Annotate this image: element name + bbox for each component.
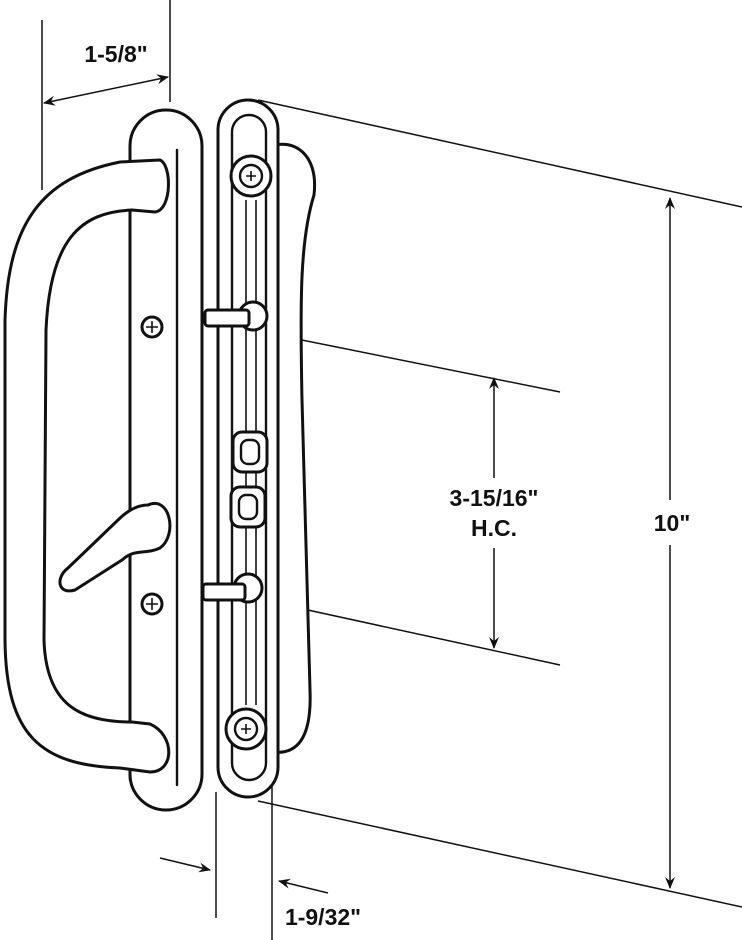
screw-icon bbox=[140, 592, 164, 616]
latch-slot-bottom bbox=[229, 485, 267, 529]
screw-icon bbox=[140, 315, 164, 339]
mounting-post-top bbox=[203, 300, 269, 332]
exterior-pull-grip bbox=[3, 158, 171, 774]
exterior-handle bbox=[3, 108, 204, 812]
thickness-arrow-left bbox=[159, 857, 211, 873]
interior-pull bbox=[270, 142, 317, 754]
projection-label: 1-5/8" bbox=[84, 41, 147, 67]
thickness-arrow-right bbox=[278, 878, 329, 894]
mounting-post-bottom bbox=[201, 572, 264, 604]
dimension-lines bbox=[41, 0, 742, 940]
latch-slot-top bbox=[231, 430, 269, 474]
screw-boss-top bbox=[229, 154, 273, 198]
thickness-label: 1-9/32" bbox=[285, 904, 361, 930]
projection-arrow bbox=[43, 74, 169, 106]
ext-line-bottom bbox=[257, 800, 742, 908]
ext-line-top bbox=[257, 99, 742, 208]
hc-abbr-label: H.C. bbox=[471, 515, 517, 541]
hc-value-label: 3-15/16" bbox=[450, 485, 539, 511]
height-label: 10" bbox=[654, 510, 691, 536]
thumb-turn-lever bbox=[58, 501, 172, 593]
interior-handle bbox=[201, 98, 317, 799]
exterior-escutcheon-plate bbox=[128, 108, 204, 812]
screw-boss-bottom bbox=[224, 707, 268, 751]
ext-line-hc-top bbox=[261, 331, 561, 393]
ext-line-hc-bottom bbox=[261, 599, 561, 666]
